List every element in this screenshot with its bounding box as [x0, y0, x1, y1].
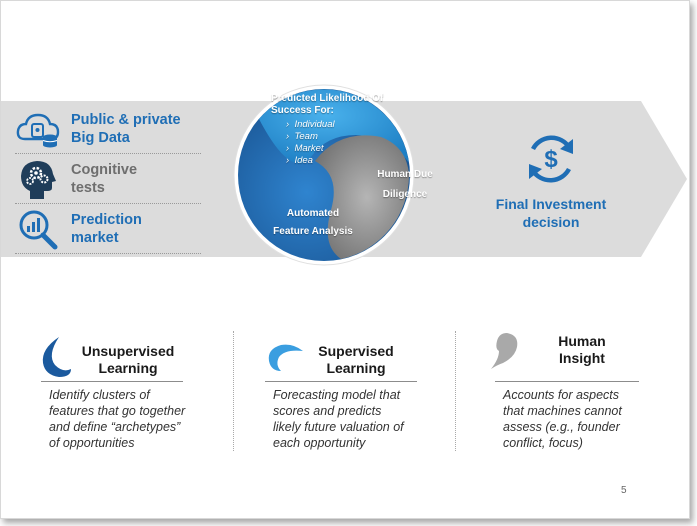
supervised-title: Supervised Learning — [301, 343, 411, 377]
head-gears-icon — [15, 156, 61, 202]
title-line1: Human — [558, 333, 606, 349]
yin-yang-circle — [233, 84, 415, 266]
slide: Public & private Big Data Cognitive test… — [0, 0, 690, 519]
auto-line1: Automated — [286, 208, 340, 219]
page-number: 5 — [621, 485, 627, 496]
bullet-marker: › — [286, 119, 290, 130]
bullet-item: › Idea — [286, 155, 335, 167]
input-label-line1: Prediction — [71, 212, 142, 228]
svg-text:$: $ — [544, 146, 558, 173]
title-line2: Learning — [326, 360, 386, 376]
final-line2: decision — [522, 214, 580, 230]
input-prediction-market: Prediction market — [15, 205, 201, 253]
input-label-line1: Cognitive — [71, 162, 138, 178]
circle-bullets: › Individual › Team › Market › Idea — [286, 119, 335, 167]
column-separator — [233, 331, 234, 451]
unsupervised-description: Identify clusters of features that go to… — [49, 387, 185, 451]
desc-line: conflict, focus) — [503, 436, 583, 450]
desc-line: Forecasting model that — [273, 388, 401, 402]
divider — [15, 153, 201, 154]
bullet-text: Market — [294, 143, 324, 154]
bullet-marker: › — [286, 155, 290, 166]
desc-line: of opportunities — [49, 436, 135, 450]
human-diligence-label: Human Due Diligence — [369, 165, 441, 205]
title-line2: Learning — [98, 360, 158, 376]
input-label-line1: Public & private — [71, 112, 181, 128]
bullet-item: › Market — [286, 143, 335, 155]
column-underline — [495, 381, 639, 382]
desc-line: features that go together — [49, 404, 186, 418]
input-label-line2: market — [71, 230, 119, 246]
divider — [15, 253, 201, 254]
bullet-text: Team — [294, 131, 318, 142]
bullet-marker: › — [286, 143, 290, 154]
input-label-line2: Big Data — [71, 130, 130, 146]
divider — [15, 203, 201, 204]
unsupervised-icon — [42, 337, 71, 377]
dollar-cycle-icon: $ — [529, 135, 573, 183]
human-insight-description: Accounts for aspects that machines canno… — [503, 387, 622, 451]
desc-line: each opportunity — [273, 436, 366, 450]
bullet-marker: › — [286, 131, 290, 142]
human-line2: Diligence — [382, 189, 428, 200]
bullet-text: Idea — [294, 155, 313, 166]
final-line1: Final Investment — [495, 196, 607, 212]
desc-line: Accounts for aspects — [503, 388, 620, 402]
desc-line: Identify clusters of — [49, 388, 150, 402]
bullet-item: › Individual — [286, 119, 335, 131]
desc-line: assess (e.g., founder — [503, 420, 620, 434]
human-insight-icon — [491, 333, 518, 369]
desc-line: that machines cannot — [503, 404, 622, 418]
human-insight-title: Human Insight — [523, 333, 641, 367]
supervised-icon — [268, 344, 303, 371]
circle-title: Predicted Likelihood Of Success For: — [271, 93, 383, 117]
input-big-data: Public & private Big Data — [15, 105, 201, 153]
input-label-line2: tests — [71, 180, 105, 196]
bullet-text: Individual — [294, 119, 335, 130]
circle-title-line2: Success For: — [271, 105, 334, 116]
human-line1: Human Due — [377, 169, 433, 180]
unsupervised-title: Unsupervised Learning — [73, 343, 183, 377]
final-decision-label: Final Investment decision — [481, 195, 621, 231]
supervised-description: Forecasting model that scores and predic… — [273, 387, 404, 451]
input-cognitive-tests: Cognitive tests — [15, 155, 201, 203]
auto-line2: Feature Analysis — [273, 226, 353, 237]
automated-analysis-label: Automated Feature Analysis — [263, 205, 363, 241]
desc-line: and define “archetypes” — [49, 420, 181, 434]
desc-line: likely future valuation of — [273, 420, 404, 434]
column-underline — [41, 381, 183, 382]
desc-line: scores and predicts — [273, 404, 382, 418]
title-line2: Insight — [559, 350, 605, 366]
column-underline — [265, 381, 417, 382]
title-line1: Supervised — [318, 343, 394, 359]
title-line1: Unsupervised — [81, 343, 175, 359]
magnifier-chart-icon — [15, 206, 61, 252]
cloud-data-icon — [15, 106, 61, 152]
column-separator — [455, 331, 456, 451]
bullet-item: › Team — [286, 131, 335, 143]
circle-title-line1: Predicted Likelihood Of — [271, 93, 384, 104]
